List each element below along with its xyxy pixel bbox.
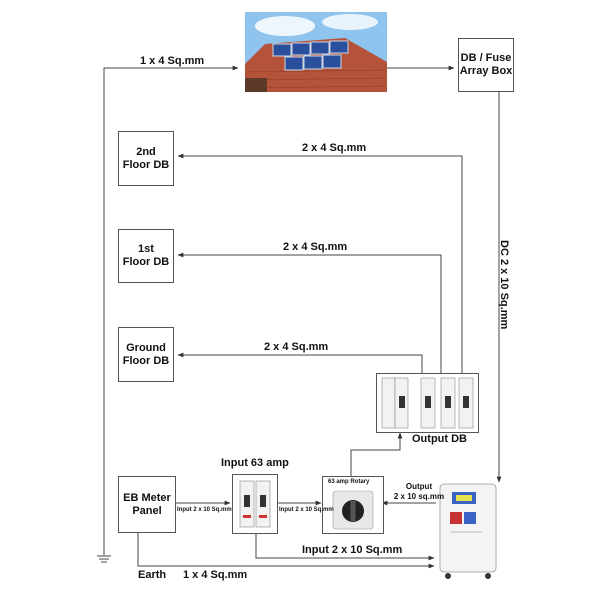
inverter-output-line1: Output (405, 482, 433, 491)
eb-to-mcb-cable-label: Input 2 x 10 Sq.mm (177, 507, 232, 513)
inverter-unit (438, 482, 500, 582)
second-floor-line (177, 153, 463, 375)
first-floor-cable-label: 2 x 4 Sq.mm (283, 241, 348, 253)
breaker-array-icon (381, 377, 474, 429)
second-floor-db-box: 2nd Floor DB (118, 131, 174, 186)
ground-symbol-icon (97, 555, 111, 563)
mcb-to-inverter-line (255, 532, 435, 561)
first-floor-db-box: 1st Floor DB (118, 229, 174, 283)
mcb-to-inverter-cable-label: Input 2 x 10 Sq.mm (302, 544, 403, 556)
panel-to-db-cable-label: 1 x 4 Sq.mm (140, 55, 205, 67)
first-floor-line (177, 252, 442, 375)
solar-panel-roof-image (245, 12, 387, 92)
input-mcb-unit (232, 474, 278, 534)
mcb-breaker-icon (239, 480, 271, 528)
solar-panel-roof-icon (245, 12, 387, 92)
ground-floor-db-box: Ground Floor DB (118, 327, 174, 382)
inverter-output-label: Output 2 x 10 sq.mm (389, 482, 449, 502)
output-db-unit (376, 373, 479, 433)
ground-floor-cable-label: 2 x 4 Sq.mm (264, 341, 329, 353)
db-fuse-array-box: DB / Fuse Array Box (458, 38, 514, 92)
eb-meter-panel-box: EB Meter Panel (118, 476, 176, 533)
rotary-to-output-db-line (350, 432, 403, 476)
inverter-unit-icon (439, 483, 497, 579)
ground-floor-line (177, 352, 423, 375)
inverter-output-line2: 2 x 10 sq.mm (393, 492, 445, 501)
earth-label: Earth (138, 569, 167, 581)
second-floor-cable-label: 2 x 4 Sq.mm (302, 142, 367, 154)
dc-cable-label: DC 2 x 10 Sq.mm (498, 240, 510, 330)
rotary-label: 63 amp Rotary (328, 479, 370, 485)
output-db-label: Output DB (412, 433, 467, 445)
mcb-to-rotary-cable-label: Input 2 x 10 Sq.mm (279, 507, 334, 513)
earth-bus-line (103, 65, 239, 555)
earth-cable-label: 1 x 4 Sq.mm (183, 569, 248, 581)
rotary-switch-unit (322, 476, 384, 534)
input-63-amp-label: Input 63 amp (221, 457, 289, 469)
eb-earth-line (137, 533, 435, 569)
rotary-switch-icon (332, 490, 374, 530)
